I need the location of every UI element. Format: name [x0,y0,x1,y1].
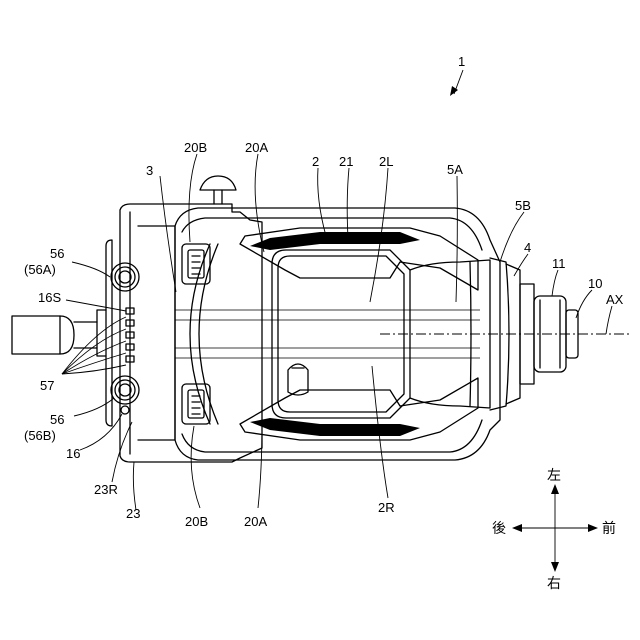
label-16: 16 [66,446,80,461]
label-5b: 5B [515,198,531,213]
compass-right-label: 右 [547,576,561,592]
label-11: 11 [552,256,566,271]
label-23: 23 [126,506,140,521]
label-4: 4 [524,240,531,255]
label-2: 2 [312,154,319,169]
compass-rear-label: 後 [492,521,506,537]
label-20a-bot: 20A [244,514,267,529]
label-5a: 5A [447,162,463,177]
label-2r: 2R [378,500,395,515]
direction-compass: 左 右 後 前 [492,468,616,592]
belt-hook [200,176,236,204]
label-20a-top: 20A [245,140,268,155]
button-56b [111,376,139,404]
main-housing [175,208,500,460]
arrow-up-icon [551,484,559,494]
label-57: 57 [40,378,54,393]
rear-housing [97,204,262,462]
label-56b: (56B) [24,428,56,443]
label-ax: AX [606,292,624,307]
label-56-bot: 56 [50,412,64,427]
arrow-right-icon [588,524,598,532]
label-56a: (56A) [24,262,56,277]
label-20b-bot: 20B [185,514,208,529]
label-3: 3 [146,163,153,178]
compass-left-label: 左 [547,468,561,484]
label-23r: 23R [94,482,118,497]
label-21: 21 [339,154,353,169]
label-56-top: 56 [50,246,64,261]
arrow-left-icon [512,524,522,532]
screw-16 [121,406,129,414]
label-10: 10 [588,276,602,291]
leader-lines [62,70,612,510]
label-1: 1 [458,54,465,69]
label-2l: 2L [379,154,393,169]
button-56a [111,263,139,291]
label-20b-top: 20B [184,140,207,155]
arrow-down-icon [551,562,559,572]
compass-front-label: 前 [602,520,616,537]
label-16s: 16S [38,290,61,305]
